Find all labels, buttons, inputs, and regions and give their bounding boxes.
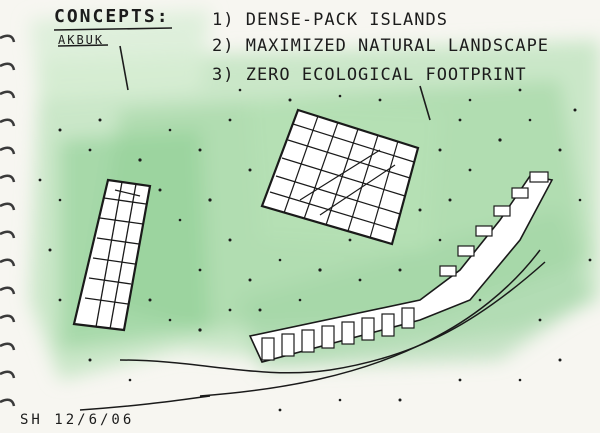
sketch-subtitle: AKBUK (58, 33, 104, 47)
concept-2: 2) MAXIMIZED NATURAL LANDSCAPE (212, 36, 549, 56)
concept-1: 1) DENSE-PACK ISLANDS (212, 10, 448, 30)
spiral-binding (0, 36, 14, 406)
concept-3: 3) ZERO ECOLOGICAL FOOTPRINT (212, 65, 527, 85)
signature-date: SH 12/6/06 (20, 412, 134, 428)
sketch-title: CONCEPTS: (54, 6, 170, 27)
